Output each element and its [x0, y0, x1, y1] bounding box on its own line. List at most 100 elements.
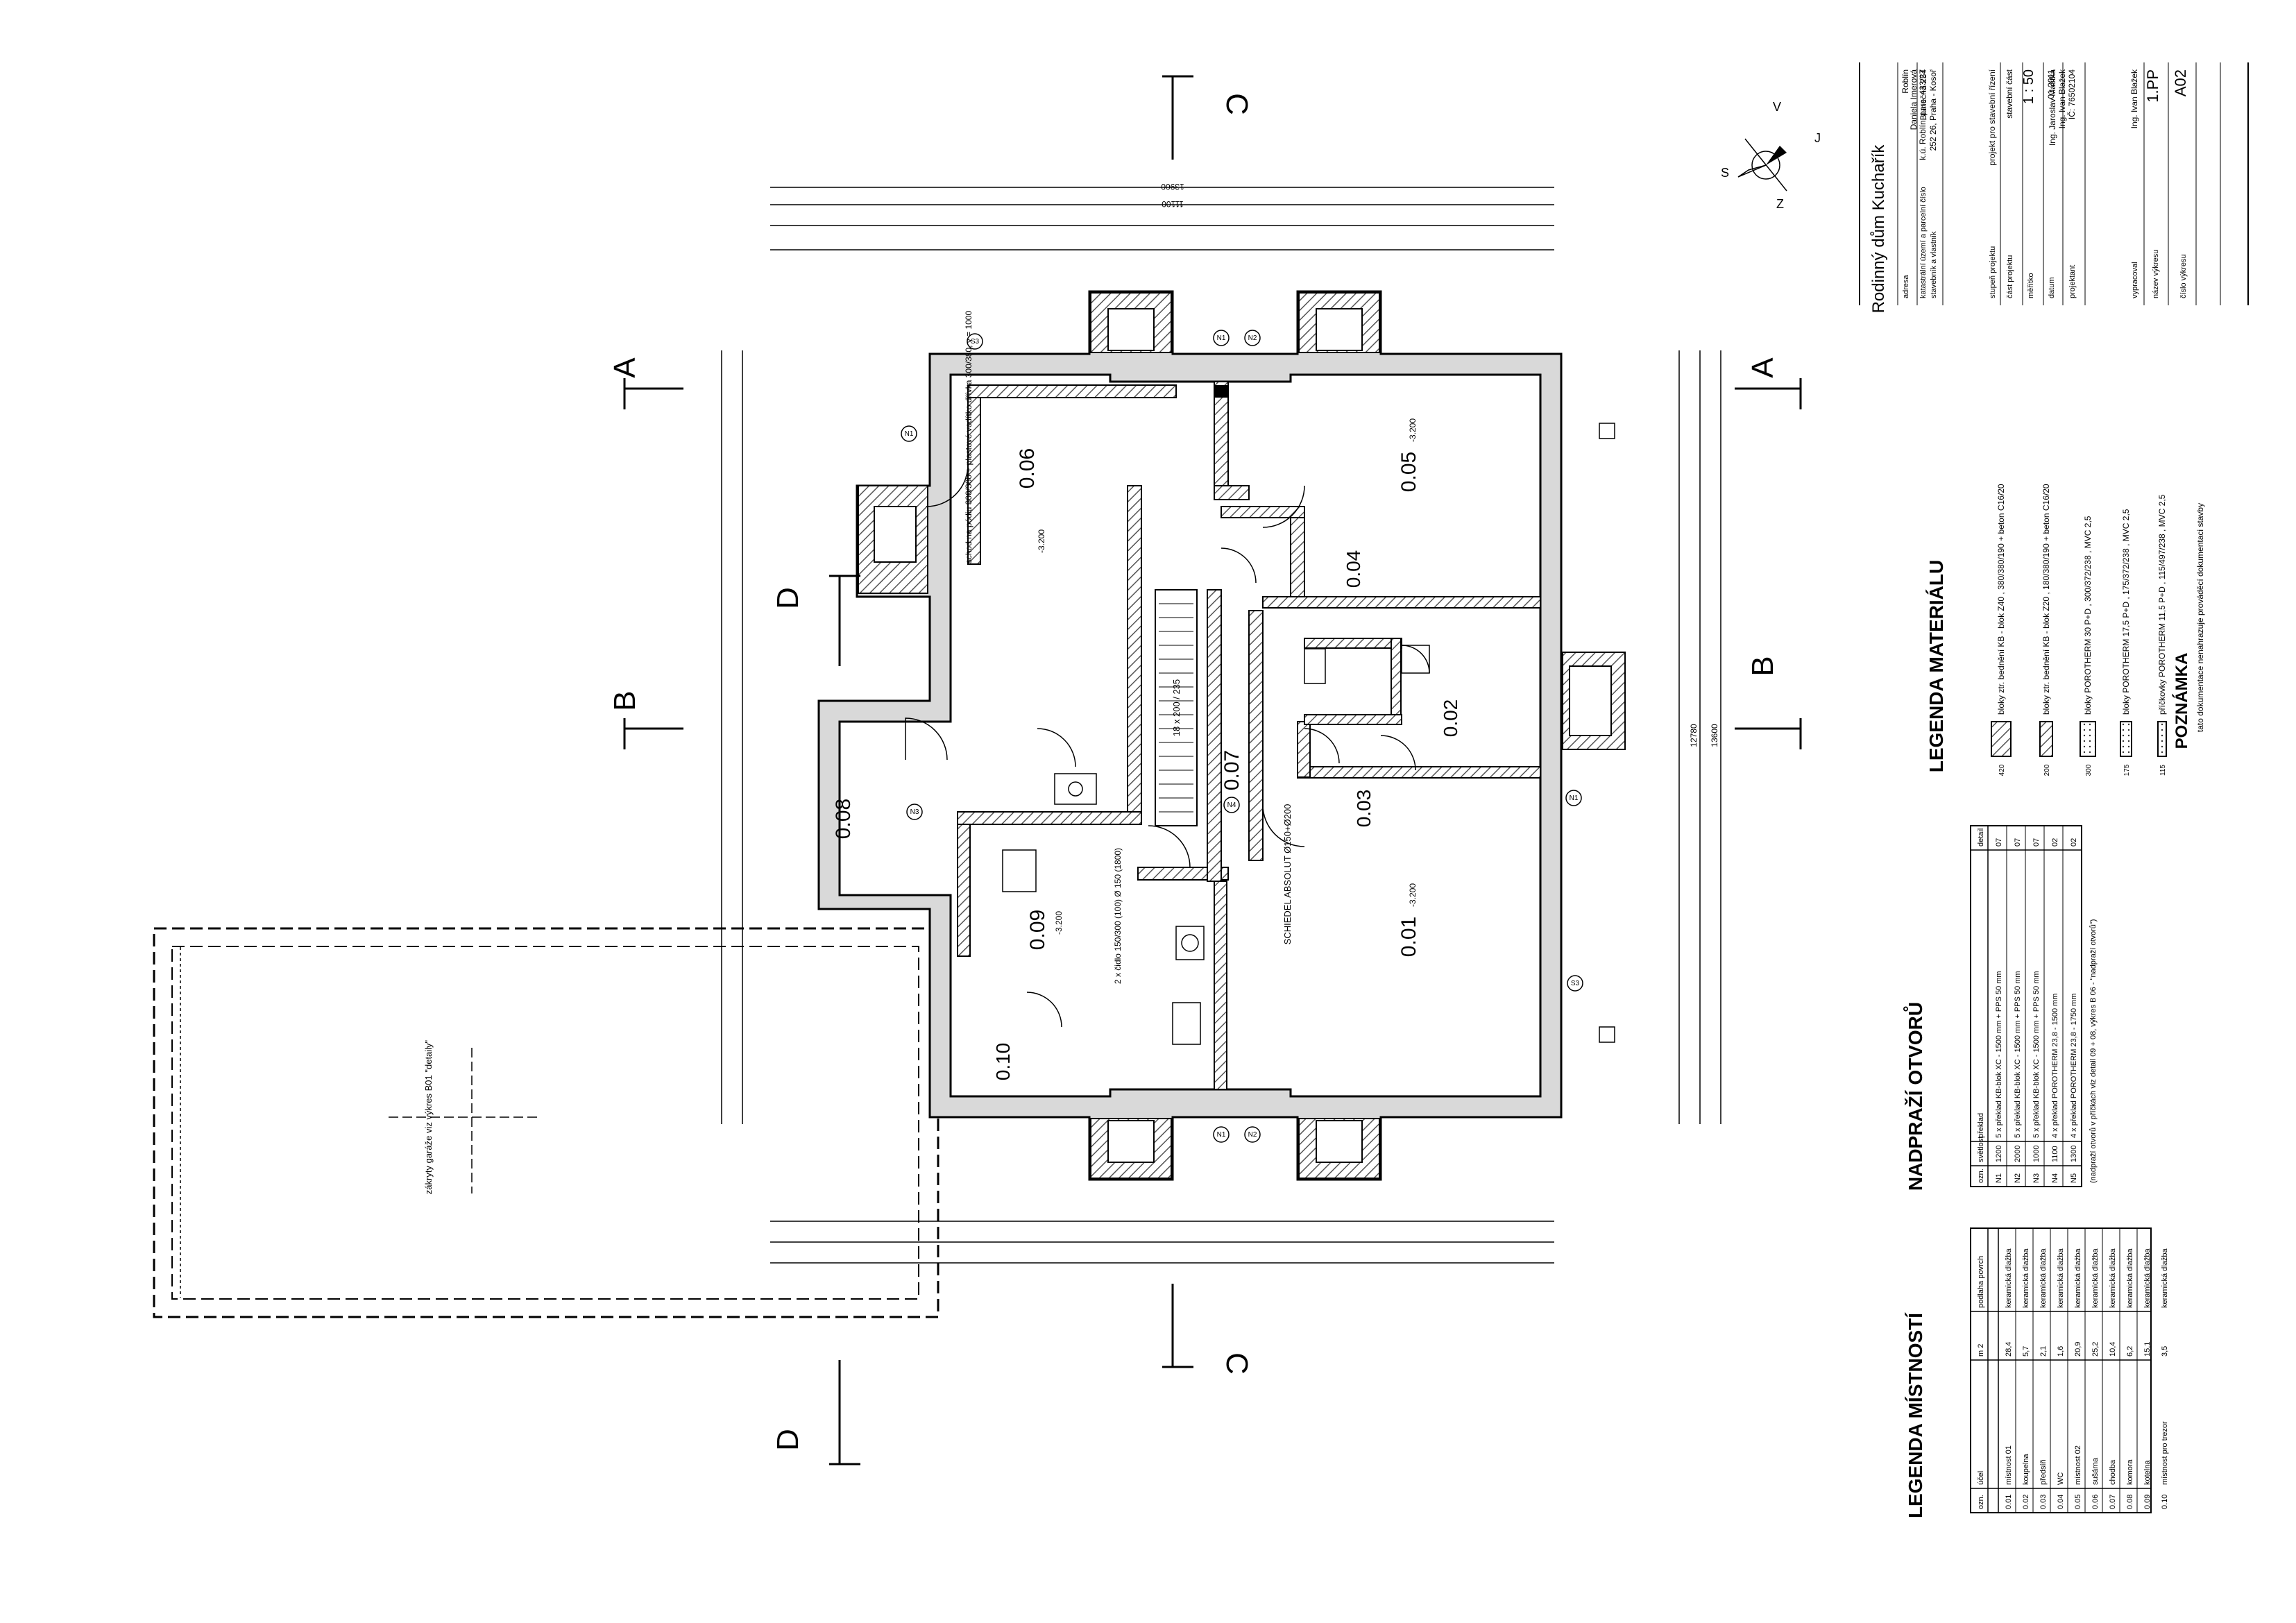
room-legend-cell: 1,6 — [2057, 1346, 2065, 1357]
title-row-label: katastrální území a parcelní číslo — [1919, 187, 1928, 298]
lintel-legend-cell: 07 — [1995, 838, 2003, 847]
room-0-02: 0.02 — [1440, 699, 1461, 738]
room-legend-cell: kotelna — [2143, 1460, 2152, 1485]
svg-text:N2: N2 — [1248, 1131, 1257, 1139]
room-legend-cell: 0.07 — [2109, 1495, 2117, 1509]
room-0-05: 0.05 — [1397, 452, 1420, 492]
svg-text:V: V — [1773, 100, 1781, 114]
lintel-legend-cell: 5 x překlad KB-blok XC - 1500 mm + PPS 5… — [2014, 971, 2022, 1138]
lintel-legend-cell: 02 — [2070, 838, 2078, 847]
fixtures — [1002, 423, 1615, 1045]
room-legend-cell: keramická dlažba — [2109, 1248, 2117, 1308]
title-row-label: měřítko — [2027, 273, 2035, 298]
room-legend-cell: 0.01 — [2005, 1495, 2013, 1509]
room-legend-cell: keramická dlažba — [2126, 1248, 2134, 1308]
svg-text:S3: S3 — [971, 338, 980, 346]
svg-text:2 x čidlo 150/300 (100) Ø 150: 2 x čidlo 150/300 (100) Ø 150 (1800) — [1113, 848, 1123, 984]
note-block: POZNÁMKA tato dokumentace nenahrazuje pr… — [2172, 503, 2205, 749]
lintel-legend-cell: 4 x překlad POROTHERM 23,8 - 1500 mm — [2051, 994, 2059, 1138]
material-text: bloky ztr. bednění KB - blok Z40 , 380/3… — [1996, 484, 2006, 715]
room-legend-cell: 0.10 — [2161, 1495, 2169, 1509]
compass: S J V Z — [1721, 100, 1821, 211]
room-legend-header: účel — [1977, 1471, 1985, 1485]
svg-text:-3.200: -3.200 — [1054, 911, 1064, 935]
title-row-value: IČ: 76502104 — [2066, 69, 2077, 119]
material-text: bloky POROTHERM 30 P+D , 300/372/238 , M… — [2083, 516, 2093, 715]
title-row-value: Ing. Ivan Blažek — [2057, 69, 2067, 128]
title-row-value: A02 — [2172, 69, 2189, 96]
svg-text:LEGENDA MATERIÁLU: LEGENDA MATERIÁLU — [1925, 560, 1947, 772]
room-legend-cell: 0.04 — [2057, 1495, 2065, 1509]
room-legend-cell: keramická dlažba — [2022, 1248, 2030, 1308]
material-code: 420 — [1998, 764, 2006, 776]
title-row-label: projektant — [2068, 265, 2077, 298]
room-legend-cell: keramická dlažba — [2091, 1248, 2100, 1308]
room-legend-cell: 0.03 — [2039, 1495, 2048, 1509]
lintel-legend-cell: 4 x překlad POROTHERM 23,8 - 1750 mm — [2070, 994, 2078, 1138]
svg-text:LEGENDA MÍSTNOSTÍ: LEGENDA MÍSTNOSTÍ — [1905, 1312, 1926, 1518]
svg-text:Rodinný dům Kuchařík: Rodinný dům Kuchařík — [1869, 144, 1888, 314]
room-legend-cell: 28,4 — [2005, 1342, 2013, 1357]
garage-outline — [153, 927, 939, 1318]
room-legend-cell: keramická dlažba — [2074, 1248, 2082, 1308]
lintel-legend-cell: N3 — [2032, 1173, 2041, 1183]
title-row-value: Daniela Imerová — [1909, 69, 1919, 130]
svg-text:S3: S3 — [1571, 980, 1580, 987]
room-0-03: 0.03 — [1353, 790, 1375, 828]
svg-text:13900: 13900 — [1161, 182, 1184, 192]
lintel-legend-cell: 5 x překlad KB-blok XC - 1500 mm + PPS 5… — [1995, 971, 2003, 1138]
svg-text:S: S — [1721, 166, 1729, 180]
room-legend-cell: keramická dlažba — [2161, 1248, 2169, 1308]
legend-materials: LEGENDA MATERIÁLU — [1925, 560, 2167, 772]
svg-text:zákryty garáže viz výkres B01: zákryty garáže viz výkres B01 "detaily" — [423, 1039, 434, 1194]
section-b-right: B — [1746, 656, 1780, 676]
svg-text:POZNÁMKA: POZNÁMKA — [2172, 653, 2191, 749]
title-row-value: stavební část — [2005, 69, 2014, 118]
svg-text:11100: 11100 — [1162, 199, 1184, 209]
room-legend-header: m 2 — [1977, 1344, 1985, 1357]
room-legend-cell: předsíň — [2039, 1459, 2048, 1485]
lintel-legend-note: (nadpraží otvorů v příčkách viz detail 0… — [2089, 919, 2098, 1183]
svg-text:J: J — [1814, 131, 1821, 145]
room-legend-header: ozn. — [1977, 1495, 1985, 1509]
lintel-legend-cell: 1300 — [2070, 1146, 2078, 1162]
section-b-left: B — [608, 690, 642, 711]
room-legend-cell: 0.06 — [2091, 1495, 2100, 1509]
lintel-legend-cell: 1100 — [2051, 1146, 2059, 1162]
room-legend-cell: 3,5 — [2161, 1346, 2169, 1357]
room-legend-cell: 10,4 — [2109, 1342, 2117, 1357]
staircase — [1155, 589, 1198, 826]
svg-text:tato dokumentace nenahrazuje p: tato dokumentace nenahrazuje prováděcí d… — [2195, 503, 2205, 732]
lintel-legend-cell: 07 — [2014, 838, 2022, 847]
svg-text:12780: 12780 — [1689, 724, 1699, 747]
room-legend-cell: 25,2 — [2091, 1342, 2100, 1357]
section-a-right: A — [1746, 357, 1780, 378]
lintel-legend-cell: N1 — [1995, 1173, 2003, 1183]
lintel-legend-cell: 1000 — [2032, 1146, 2041, 1162]
room-legend-cell: 0.08 — [2126, 1495, 2134, 1509]
room-0-01: 0.01 — [1397, 917, 1420, 957]
title-row-value: 01.2011 — [2046, 69, 2056, 99]
room-legend-cell: místnost 01 — [2005, 1445, 2013, 1485]
room-legend-cell: 6,2 — [2126, 1346, 2134, 1357]
svg-text:13600: 13600 — [1710, 724, 1719, 747]
room-legend-cell: koupelna — [2022, 1453, 2030, 1485]
lintel-legend-cell: 2000 — [2014, 1146, 2022, 1162]
svg-text:Z: Z — [1776, 197, 1784, 211]
section-c-bottom: C — [1220, 1352, 1254, 1375]
svg-text:NADPRAŽÍ OTVORŮ: NADPRAŽÍ OTVORŮ — [1903, 1002, 1926, 1191]
material-text: bloky ztr. bednění KB - blok Z20 , 180/3… — [2041, 484, 2051, 715]
room-legend-cell: 0.02 — [2022, 1495, 2030, 1509]
room-legend-cell: místnost pro trezor — [2161, 1421, 2169, 1485]
legend-rooms: LEGENDA MÍSTNOSTÍ — [1905, 1227, 2152, 1518]
lintel-legend-cell: 07 — [2032, 838, 2041, 847]
section-d-bottom: D — [771, 1429, 805, 1451]
title-row-value: 252 26, Praha - Kosoř — [1928, 69, 1938, 151]
room-legend-cell: komora — [2126, 1459, 2134, 1485]
svg-text:N3: N3 — [910, 808, 919, 816]
room-legend-header: podlaha povrch — [1977, 1256, 1985, 1308]
lintel-legend-header: překlad — [1977, 1113, 1985, 1138]
room-legend-cell: keramická dlažba — [2005, 1248, 2013, 1308]
title-row-label: stupeň projektu — [1989, 246, 1997, 298]
svg-text:-3.200: -3.200 — [1408, 418, 1418, 442]
